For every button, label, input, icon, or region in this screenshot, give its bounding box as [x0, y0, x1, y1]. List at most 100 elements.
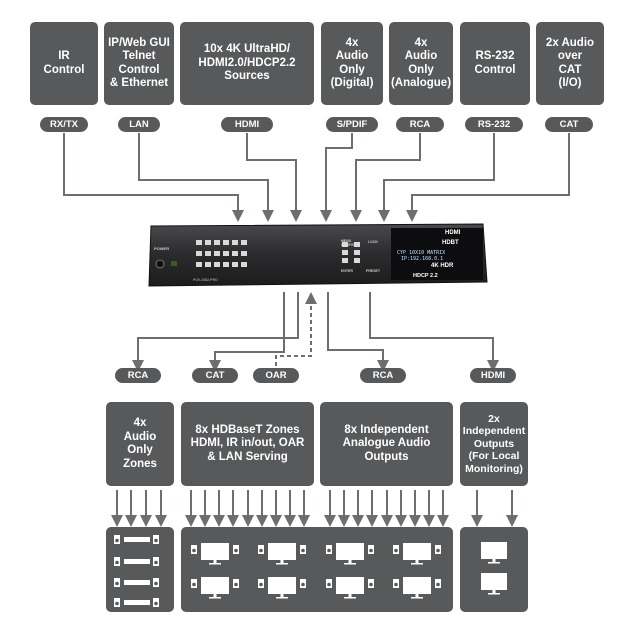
speaker-icon	[191, 545, 197, 554]
device-source-button	[241, 251, 247, 256]
speaker-icon	[393, 579, 399, 588]
lcd-line-1: CYP 10X10 MATRIX	[397, 250, 446, 256]
hdcp-logo: HDCP 2.2	[413, 273, 438, 279]
device-preset-label: PRESET	[366, 269, 381, 273]
connector-pill-hdmi-in: HDMI	[221, 117, 273, 132]
connector-pill-rca-out-b: RCA	[360, 368, 406, 383]
speaker-icon	[153, 578, 159, 587]
source-label-rca: 4x Audio Only (Analogue)	[390, 36, 452, 90]
wire-hdmi-out	[369, 292, 499, 372]
device-enter-label: ENTER	[341, 269, 353, 273]
connector-pill-cat-out: CAT	[192, 368, 238, 383]
speaker-icon	[258, 579, 264, 588]
output-box-audio-zones: 4x Audio Only Zones	[106, 402, 174, 486]
device-body	[148, 223, 488, 287]
device-source-button	[241, 240, 247, 245]
output-box-local: 2x Independent Outputs (For Local Monito…	[460, 402, 528, 486]
wire-lan	[138, 133, 274, 222]
source-label-ir: IR Control	[43, 50, 85, 76]
source-box-spdif: 4x Audio Only (Digital)	[321, 22, 383, 105]
device-power-label: POWER	[154, 246, 170, 251]
device-source-button	[214, 262, 220, 267]
device-source-button	[205, 240, 211, 245]
speaker-icon	[435, 579, 441, 588]
connector-pill-spdif: S/PDIF	[326, 117, 378, 132]
device-source-button	[214, 251, 220, 256]
hdbaset-zone-tray	[181, 527, 453, 612]
source-label-ip: IP/Web GUI Telnet Control & Ethernet	[108, 36, 170, 90]
speaker-icon	[233, 579, 239, 588]
source-label-rs232: RS-232 Control	[474, 50, 516, 76]
device-source-button	[223, 251, 229, 256]
source-label-hdmi: 10x 4K UltraHD/ HDMI2.0/HDCP2.2 Sources	[198, 43, 296, 83]
monitor-icon	[336, 577, 364, 599]
connector-pill-rs232: RS-232	[465, 117, 523, 132]
device-menu-button	[342, 242, 348, 247]
source-box-ip: IP/Web GUI Telnet Control & Ethernet	[104, 22, 174, 105]
hdmi-logo: HDMI	[445, 230, 461, 236]
device-menu-button	[354, 242, 360, 247]
speaker-icon	[435, 545, 441, 554]
device-source-button	[223, 240, 229, 245]
device-source-button	[232, 251, 238, 256]
wire-rs232	[378, 133, 495, 222]
speaker-icon	[153, 535, 159, 544]
speaker-icon	[153, 557, 159, 566]
connector-pill-oar: OAR	[253, 368, 299, 383]
device-lock-label: LOCK	[368, 240, 378, 244]
wire-rca-out-a	[132, 292, 299, 372]
monitor-icon	[403, 577, 431, 599]
hdbt-logo: HDBT	[442, 240, 459, 246]
connector-pill-hdmi-out: HDMI	[470, 368, 516, 383]
4k-hdr-logo: 4K HDR	[431, 263, 454, 269]
connector-pill-rxtx: RX/TX	[40, 117, 88, 132]
connector-pill-lan: LAN	[118, 117, 160, 132]
speaker-icon	[114, 557, 120, 566]
device-menu-button	[354, 250, 360, 255]
monitor-icon	[403, 543, 431, 565]
speaker-icon	[368, 545, 374, 554]
source-box-rca: 4x Audio Only (Analogue)	[389, 22, 453, 105]
speaker-icon	[326, 579, 332, 588]
device-source-button	[196, 240, 202, 245]
wire-cat-in	[406, 133, 570, 222]
output-box-analogue: 8x Independent Analogue Audio Outputs	[320, 402, 453, 486]
speaker-icon	[368, 579, 374, 588]
source-label-cat: 2x Audio over CAT (I/O)	[545, 36, 595, 90]
wire-oar	[275, 292, 317, 366]
output-label-hdbaset: 8x HDBaseT Zones HDMI, IR in/out, OAR & …	[190, 423, 305, 463]
monitor-icon	[201, 543, 229, 565]
speaker-icon	[153, 598, 159, 607]
amplifier-icon	[124, 559, 150, 564]
source-box-hdmi: 10x 4K UltraHD/ HDMI2.0/HDCP2.2 Sources	[180, 22, 314, 105]
device-source-button	[241, 262, 247, 267]
local-monitor-tray	[460, 527, 528, 612]
wire-cat-out	[209, 292, 285, 372]
device-source-button	[196, 262, 202, 267]
speaker-icon	[114, 535, 120, 544]
wire-rca-in	[350, 133, 421, 222]
monitor-icon	[268, 577, 296, 599]
device-source-button	[205, 251, 211, 256]
connector-pill-cat-in: CAT	[545, 117, 593, 132]
device-source-button	[232, 262, 238, 267]
amplifier-icon	[124, 537, 150, 542]
device-source-button	[223, 262, 229, 267]
speaker-icon	[114, 578, 120, 587]
matrix-device: POWER PUV-1082-PRO MENU CONFIG LOCK ENTE…	[145, 222, 489, 290]
amplifier-icon	[124, 600, 150, 605]
speaker-icon	[300, 545, 306, 554]
device-menu-button	[354, 258, 360, 263]
device-menu-button	[342, 250, 348, 255]
monitor-icon	[481, 542, 507, 564]
device-menu-button	[342, 258, 348, 263]
device-model-label: PUV-1082-PRO	[193, 278, 218, 282]
device-source-button	[232, 240, 238, 245]
monitor-icon	[336, 543, 364, 565]
source-label-spdif: 4x Audio Only (Digital)	[330, 36, 374, 90]
connector-pill-rca-out-a: RCA	[115, 368, 161, 383]
source-box-cat: 2x Audio over CAT (I/O)	[536, 22, 604, 105]
output-label-local: 2x Independent Outputs (For Local Monito…	[462, 412, 526, 475]
